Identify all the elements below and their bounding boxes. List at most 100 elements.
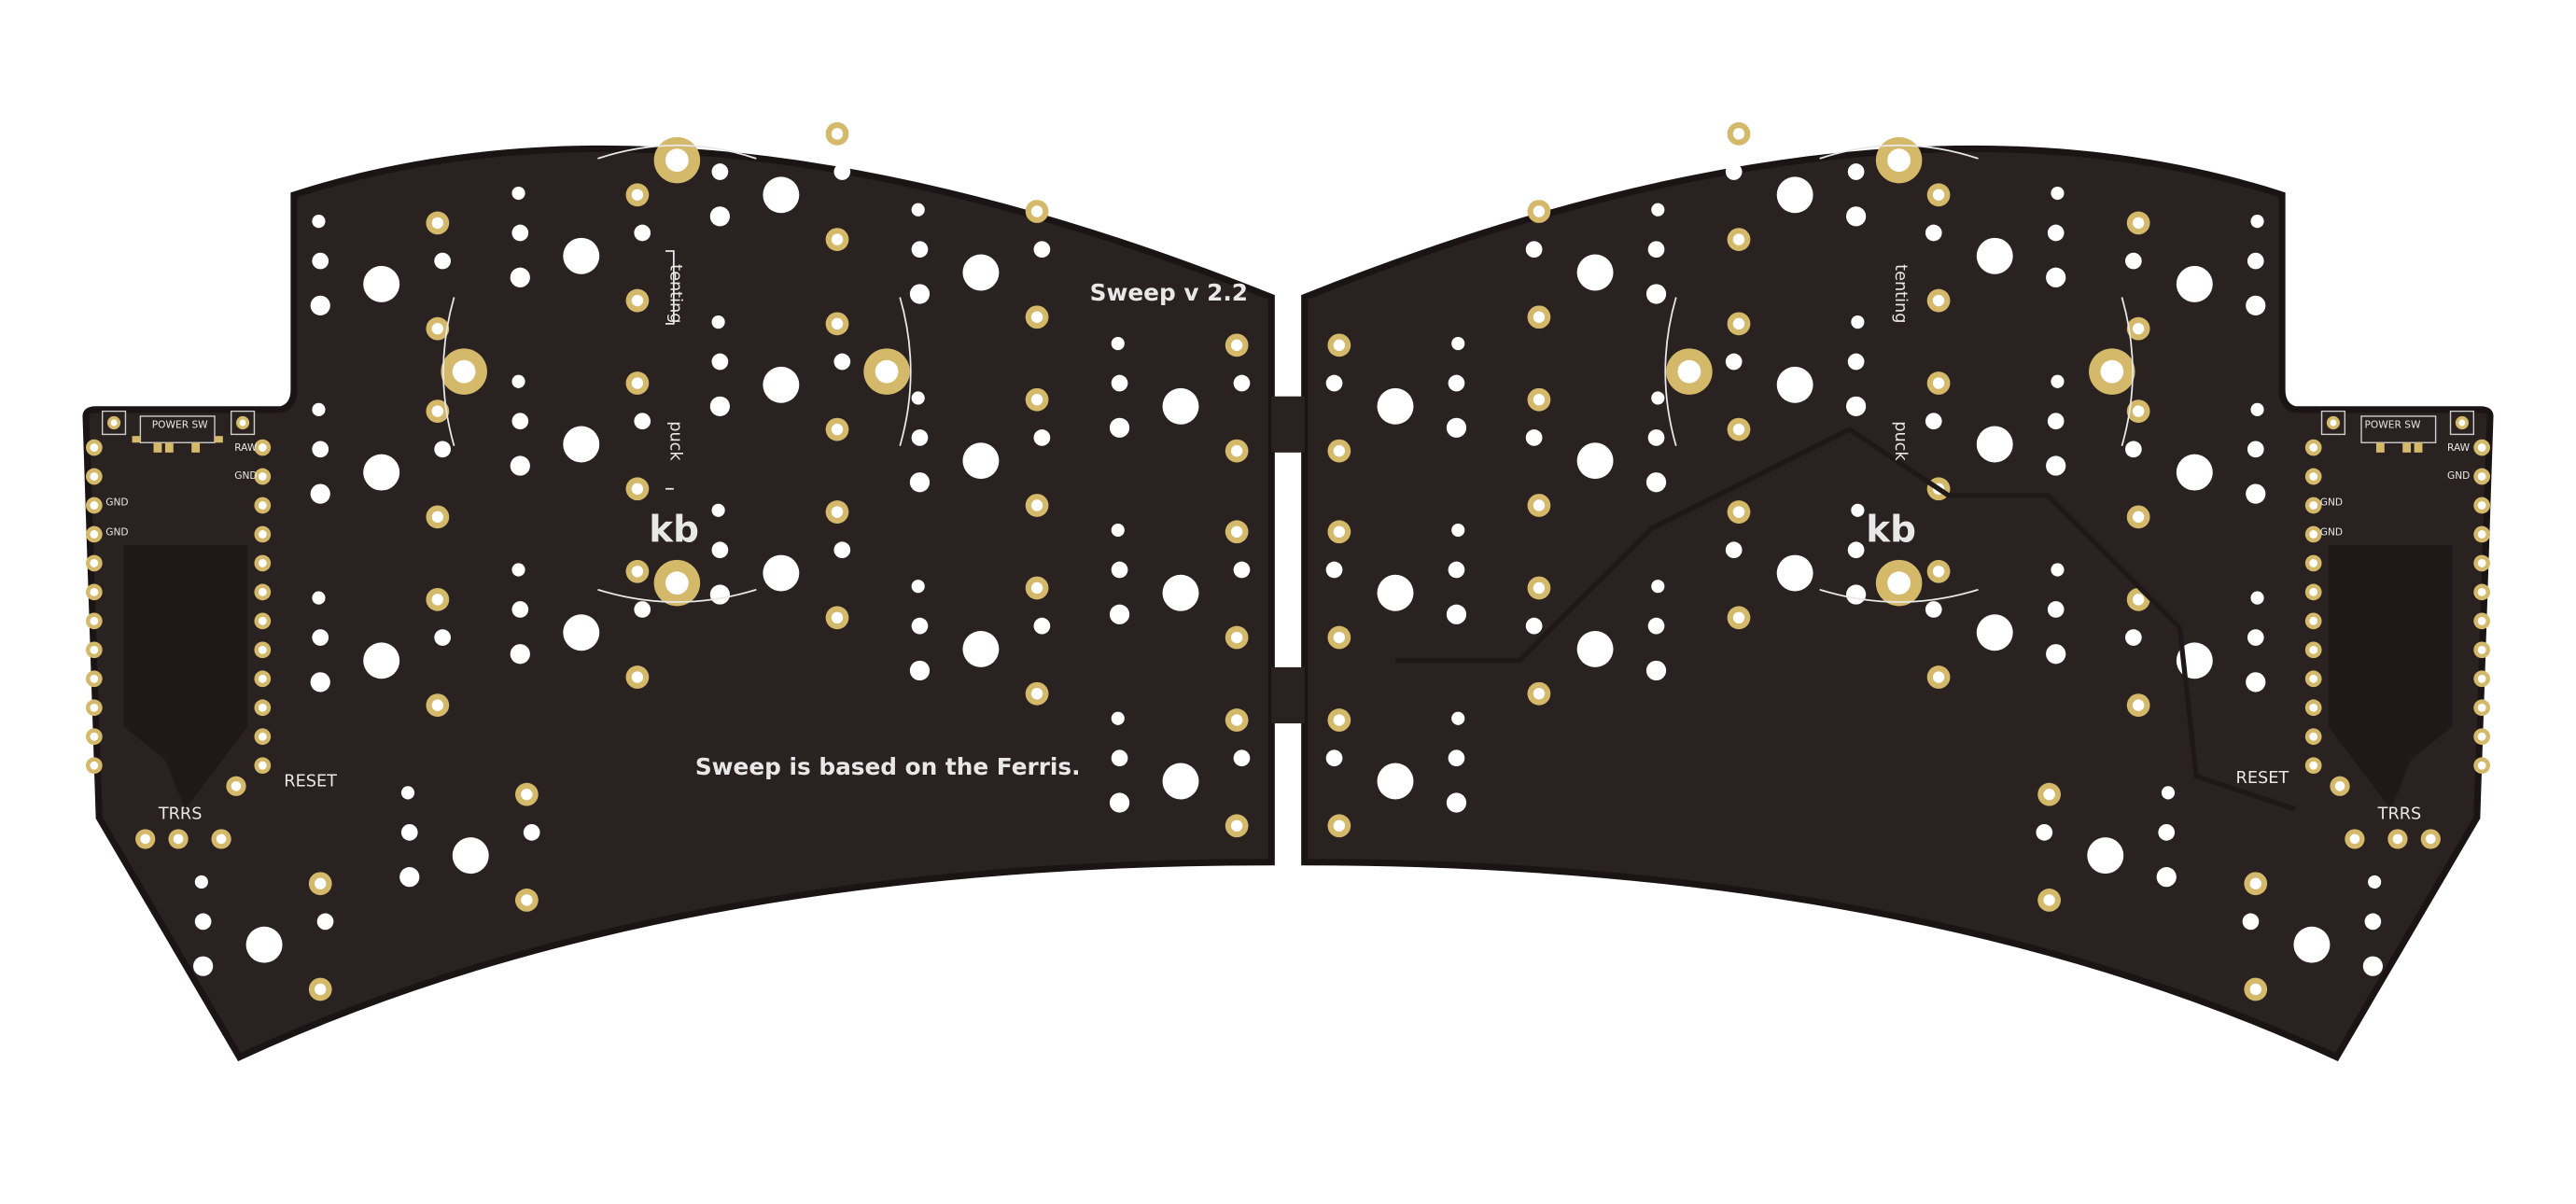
pad-drill <box>1732 611 1745 624</box>
pad-drill <box>1932 671 1945 683</box>
pad-drill <box>2334 780 2345 791</box>
pad-drill <box>1230 819 1243 832</box>
pad-drill <box>831 423 844 436</box>
switch-hole <box>833 541 851 559</box>
pin-raw-label: RAW <box>234 441 258 454</box>
kb-logo: kb <box>1866 509 1916 551</box>
via-hole <box>911 203 925 217</box>
pad-drill <box>2309 703 2318 712</box>
pad-drill <box>1333 525 1346 538</box>
pad-drill <box>90 703 99 712</box>
pad-drill <box>2477 587 2486 596</box>
pin-gnd-label: GND <box>2320 496 2343 508</box>
switch-center-hole <box>452 837 489 875</box>
switch-hole <box>1645 472 1667 493</box>
pad-drill <box>2132 699 2145 711</box>
via-hole <box>1851 125 1865 139</box>
pad-drill <box>1932 377 1945 389</box>
switch-hole <box>1233 561 1251 579</box>
pad-drill <box>631 566 644 578</box>
pad-drill <box>2249 983 2261 996</box>
switch-hole <box>1325 561 1343 579</box>
pad-drill <box>2349 833 2360 845</box>
pad-drill <box>90 501 99 510</box>
via-hole <box>1451 711 1465 725</box>
pad-drill <box>1030 205 1043 217</box>
via-hole <box>2161 786 2176 800</box>
pad-drill <box>90 587 99 596</box>
pad-drill <box>521 788 533 801</box>
tenting-label: tenting <box>665 264 684 323</box>
switch-hole <box>310 295 330 315</box>
switch-hole <box>510 455 530 476</box>
pad-drill <box>631 671 644 683</box>
switch-hole <box>1645 284 1667 304</box>
switch-hole <box>1846 396 1867 416</box>
pad-drill <box>1732 233 1745 245</box>
switch-hole <box>1448 749 1465 767</box>
pad-drill <box>2477 674 2486 683</box>
pad-drill <box>258 558 267 567</box>
pad-drill <box>2132 322 2145 335</box>
switch-hole <box>911 429 929 446</box>
via-hole <box>194 875 208 889</box>
pad-drill <box>2132 405 2145 417</box>
pad-drill <box>1732 317 1745 330</box>
switch-hole <box>711 541 729 559</box>
pad-drill <box>1230 339 1243 352</box>
switch-hole <box>2158 824 2176 841</box>
pad-drill <box>258 587 267 596</box>
via-hole <box>2250 215 2264 229</box>
via-hole <box>1111 711 1125 725</box>
switch-hole <box>2246 672 2266 693</box>
switch-hole <box>1448 374 1465 392</box>
power-switch: POWER SW <box>101 410 256 453</box>
pad-drill <box>1533 499 1546 511</box>
switch-hole <box>511 601 529 618</box>
pad-drill <box>2477 761 2486 770</box>
pad-drill <box>258 501 267 510</box>
switch-hole <box>1647 617 1665 635</box>
pad-drill <box>90 674 99 683</box>
pad-drill <box>90 616 99 625</box>
switch-center-hole <box>563 426 600 463</box>
switch-center-hole <box>763 176 800 214</box>
pad-drill <box>2309 645 2318 654</box>
via-hole <box>1111 523 1125 538</box>
pad-drill <box>2309 674 2318 683</box>
switch-hole <box>2362 956 2383 976</box>
switch-hole <box>711 353 729 371</box>
switch-hole <box>510 267 530 287</box>
pad-drill <box>1533 311 1546 323</box>
switch-hole <box>1925 413 1942 430</box>
switch-center-hole <box>763 554 800 592</box>
pad-drill <box>2309 443 2318 452</box>
pad-drill <box>2477 703 2486 712</box>
pad-drill <box>2132 594 2145 606</box>
switch-hole <box>634 413 651 430</box>
pad-drill <box>90 761 99 770</box>
switch-center-hole <box>1377 387 1414 425</box>
pad-drill <box>431 217 444 230</box>
switch-hole <box>1233 374 1251 392</box>
switch-hole <box>2046 267 2066 287</box>
pad-drill <box>1030 311 1043 323</box>
switch-hole <box>1233 749 1251 767</box>
pad-drill <box>2043 894 2055 906</box>
switch-hole <box>1525 617 1543 635</box>
mounting-drill <box>665 571 689 595</box>
switch-hole <box>2247 441 2264 458</box>
switch-center-hole <box>1976 426 2013 463</box>
pad-drill <box>831 317 844 330</box>
switch-hole <box>1033 429 1051 446</box>
switch-hole <box>909 660 931 681</box>
pad-drill <box>258 761 267 770</box>
pad-drill <box>2426 833 2436 845</box>
switch-center-hole <box>962 254 1000 291</box>
pin-gnd-label: GND <box>234 469 257 482</box>
switch-center-hole <box>1976 614 2013 651</box>
via-hole <box>1451 336 1465 351</box>
switch-hole <box>2246 295 2266 315</box>
switch-hole <box>193 956 214 976</box>
switch-hole <box>2156 867 2177 888</box>
